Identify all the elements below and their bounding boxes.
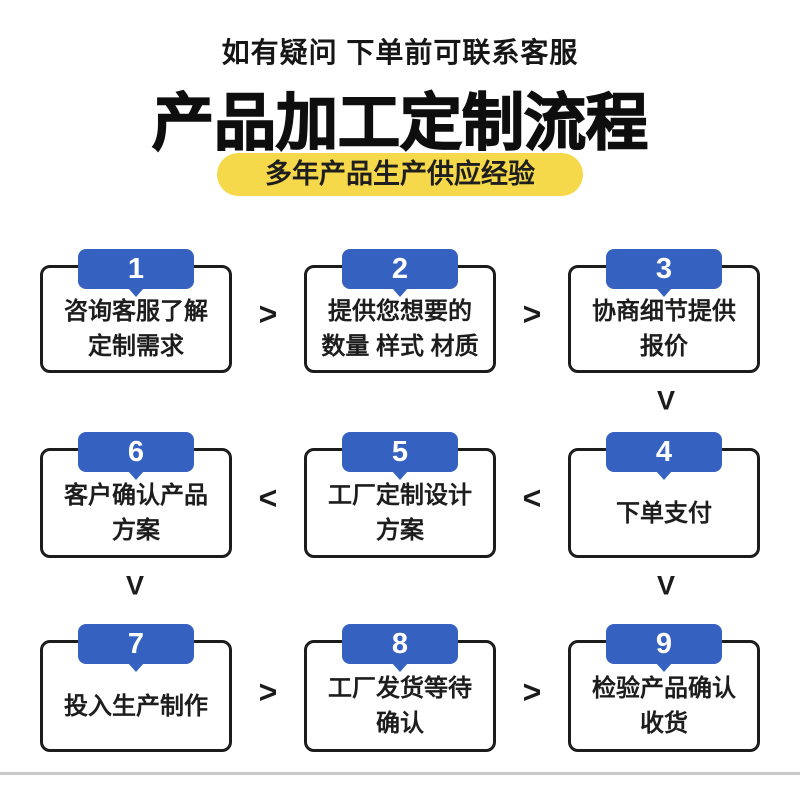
step-card-7: 7 投入生产制作 xyxy=(40,624,232,752)
step-number: 3 xyxy=(655,252,673,285)
step-card-3: 3 协商细节提供 报价 xyxy=(568,249,760,373)
step-label: 工厂发货等待 确认 xyxy=(328,675,472,737)
step-card-1: 1 咨询客服了解 定制需求 xyxy=(40,249,232,373)
arrow-right-icon: > xyxy=(522,296,542,332)
step-number: 2 xyxy=(391,252,409,285)
step-card-9: 9 检验产品确认 收货 xyxy=(568,624,760,752)
step-number-badge: 7 xyxy=(78,624,194,664)
step-number: 9 xyxy=(655,627,673,660)
step-number-badge: 3 xyxy=(606,249,722,289)
step-number-badge: 8 xyxy=(342,624,458,664)
arrow-down-icon: V xyxy=(656,570,676,601)
step-number: 6 xyxy=(127,435,145,468)
step-card-2: 2 提供您想要的 数量 样式 材质 xyxy=(304,249,496,373)
step-card-6: 6 客户确认产品 方案 xyxy=(40,432,232,558)
step-label: 协商细节提供 报价 xyxy=(592,298,736,360)
step-label: 客户确认产品 方案 xyxy=(64,482,208,544)
step-label: 投入生产制作 xyxy=(64,692,208,720)
step-number: 1 xyxy=(127,252,145,285)
arrow-right-icon: > xyxy=(258,674,278,710)
step-number-badge: 2 xyxy=(342,249,458,289)
arrow-right-icon: > xyxy=(522,674,542,710)
customer-service-note: 如有疑问 下单前可联系客服 xyxy=(221,37,579,68)
step-label: 下单支付 xyxy=(616,499,712,527)
arrow-left-icon: < xyxy=(258,480,278,516)
step-number-badge: 6 xyxy=(78,432,194,472)
arrow-down-icon: V xyxy=(656,385,676,416)
experience-badge: 多年产品生产供应经验 xyxy=(217,153,583,196)
step-label: 检验产品确认 收货 xyxy=(592,675,736,737)
arrow-right-icon: > xyxy=(258,296,278,332)
page-title: 产品加工定制流程 xyxy=(151,88,649,159)
step-card-5: 5 工厂定制设计 方案 xyxy=(304,432,496,558)
step-card-8: 8 工厂发货等待 确认 xyxy=(304,624,496,752)
step-number: 4 xyxy=(655,435,673,468)
step-label: 工厂定制设计 方案 xyxy=(328,482,472,544)
step-label: 提供您想要的 数量 样式 材质 xyxy=(321,298,479,360)
step-label: 咨询客服了解 定制需求 xyxy=(64,298,208,360)
step-number-badge: 1 xyxy=(78,249,194,289)
bottom-divider xyxy=(0,772,800,775)
step-number: 8 xyxy=(391,627,409,660)
arrow-left-icon: < xyxy=(522,480,542,516)
step-number: 7 xyxy=(127,627,145,660)
step-number-badge: 9 xyxy=(606,624,722,664)
step-number: 5 xyxy=(391,435,409,468)
step-number-badge: 5 xyxy=(342,432,458,472)
arrow-down-icon: V xyxy=(125,570,145,601)
step-card-4: 4 下单支付 xyxy=(568,432,760,558)
step-number-badge: 4 xyxy=(606,432,722,472)
